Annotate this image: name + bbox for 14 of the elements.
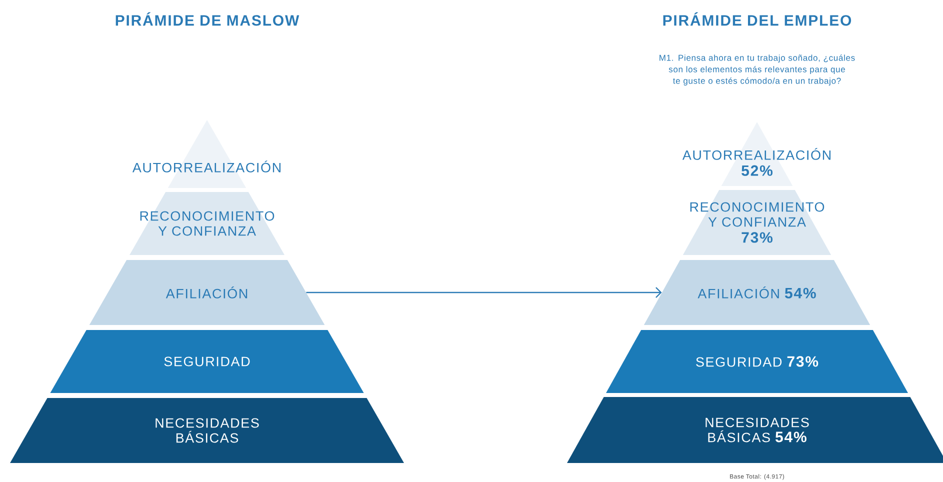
pyramid-level: NECESIDADES BÁSICAS 54% xyxy=(567,396,943,463)
heading: PIRÁMIDE DEL EMPLEO xyxy=(663,12,852,26)
question-text: M1. Piensa ahora en tu trabajo soñado, ¿cuáles son los elementos más relevantes para que te guste o estés cómodo/a en un trabajo? xyxy=(660,54,855,86)
pyramid-level: AFILIACIÓN xyxy=(89,260,325,325)
pyramid-level: RECONOCIMIENTO Y CONFIANZA 73% xyxy=(682,190,832,255)
arrow xyxy=(306,287,662,298)
heading: PIRÁMIDE DE MASLOW xyxy=(116,12,300,26)
pyramid-level: SEGURIDAD xyxy=(50,330,364,393)
pyramid-level: AFILIACIÓN 54% xyxy=(644,260,870,325)
pyramid-level: AUTORREALIZACIÓN 52% xyxy=(682,122,830,186)
pyramid-level: SEGURIDAD 73% xyxy=(606,330,908,393)
pyramid-level: AUTORREALIZACIÓN xyxy=(132,120,280,188)
pyramid-level: NECESIDADES BÁSICAS xyxy=(10,398,404,463)
pyramid-level: RECONOCIMIENTO Y CONFIANZA xyxy=(130,192,284,255)
